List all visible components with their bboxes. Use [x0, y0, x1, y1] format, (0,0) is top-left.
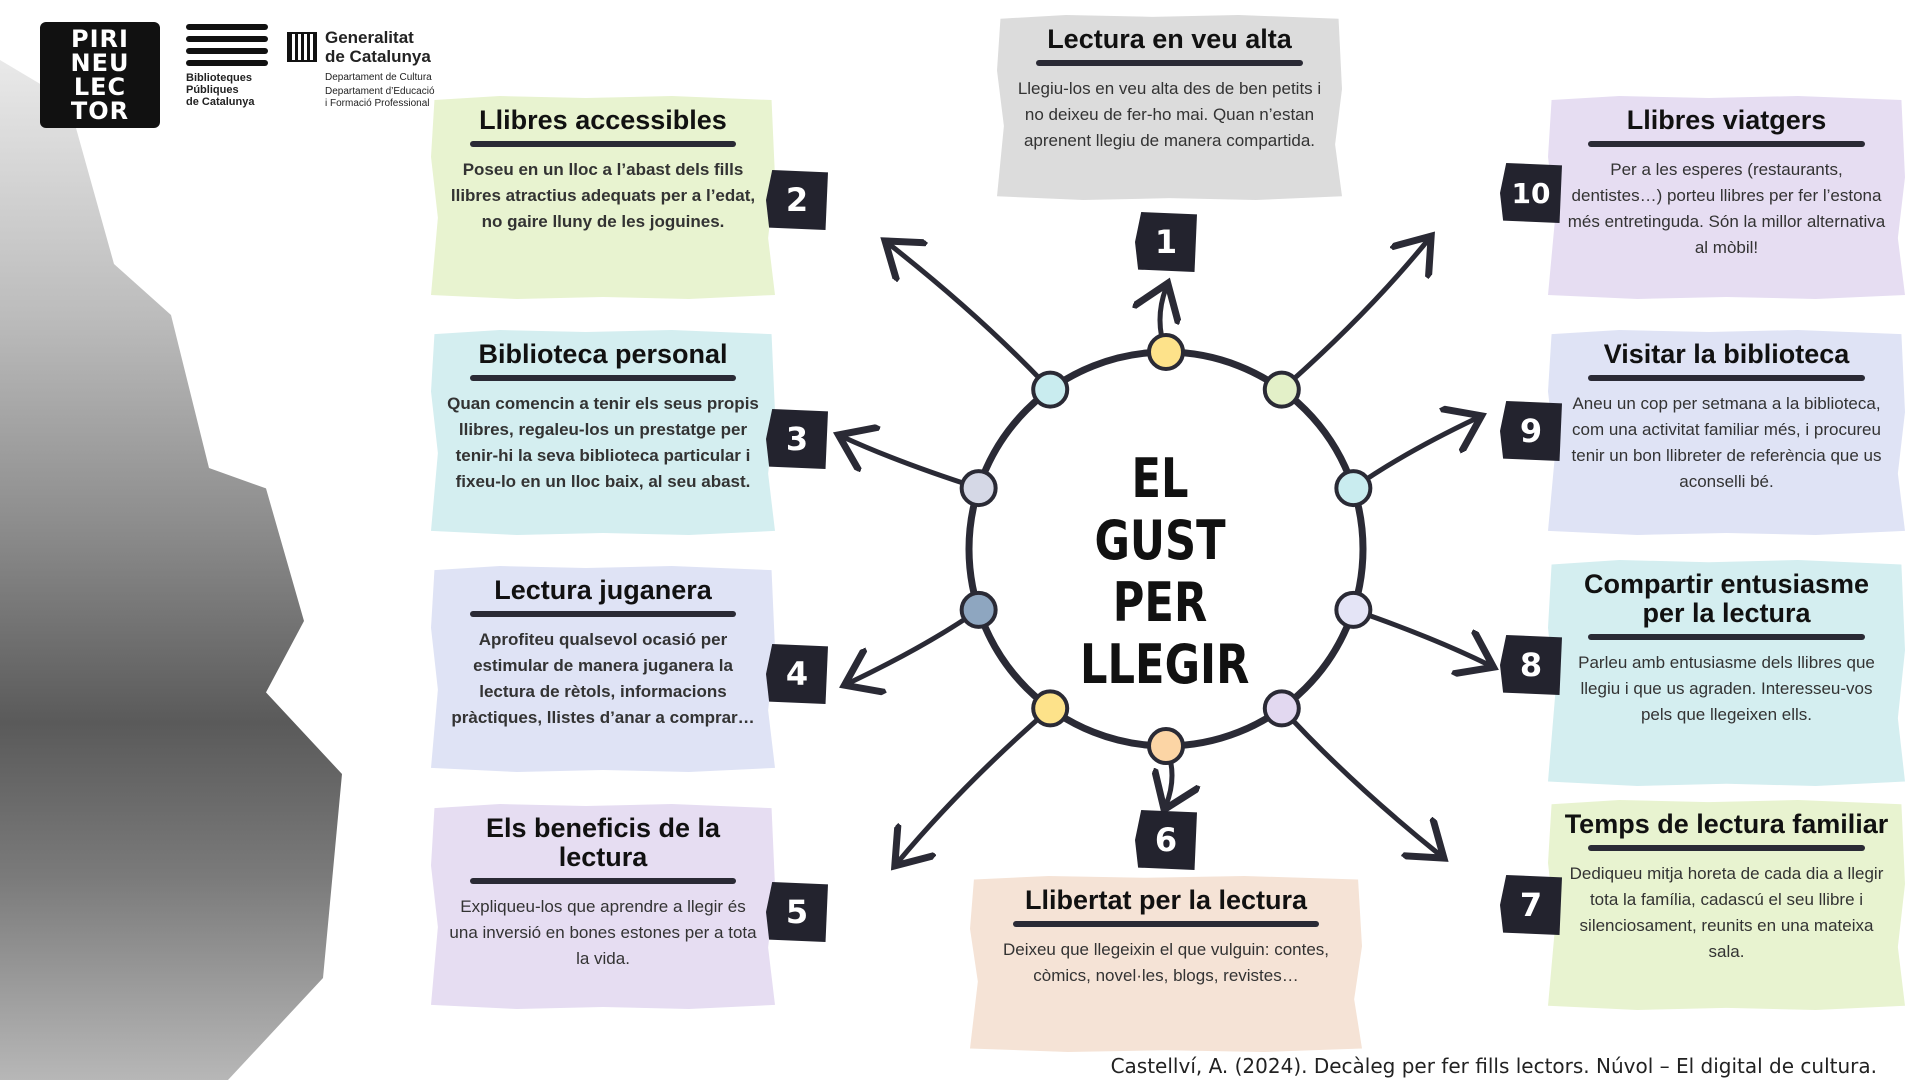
title-underline — [1013, 921, 1319, 927]
card-body: Aprofiteu qualsevol ocasió per estimular… — [451, 630, 755, 727]
card-body: Expliqueu-los que aprendre a llegir és u… — [449, 897, 757, 968]
logo-line: LEC — [73, 73, 127, 101]
generalitat-logo: Generalitat de Catalunya Departament de … — [287, 28, 457, 110]
number-badge-2: 2 — [766, 170, 828, 230]
biblioteques-logo: Biblioteques Públiques de Catalunya — [186, 24, 286, 108]
card-title: Els beneficis de la lectura — [485, 813, 721, 872]
card-title: Llibertat per la lectura — [1024, 885, 1308, 915]
logo-line: NEU — [70, 49, 130, 77]
card-body: Quan comencin a tenir els seus propis ll… — [447, 394, 759, 491]
number-badge-7: 7 — [1500, 875, 1562, 935]
logo-line: PIRI — [71, 25, 129, 53]
wheel-dot — [959, 590, 998, 629]
shield-icon — [287, 32, 317, 62]
title-underline — [1588, 634, 1865, 640]
arrow — [889, 244, 1053, 393]
card-body: Poseu en un lloc a l’abast dels fills ll… — [450, 160, 756, 231]
arrow — [1279, 705, 1440, 855]
number-badge-6: 6 — [1135, 810, 1197, 870]
center-title: EL GUST PER LLEGIR — [1080, 447, 1250, 696]
number-badge-8: 8 — [1500, 635, 1562, 695]
citation: Castellví, A. (2024). Decàleg per fer fi… — [1110, 1054, 1877, 1078]
wheel-dot — [1334, 469, 1373, 508]
number-badge-4: 4 — [766, 644, 828, 704]
arrow — [1350, 418, 1477, 491]
arrow — [843, 437, 982, 491]
logo-line: TOR — [70, 97, 130, 125]
card-title: Compartir entusiasme per la lectura — [1583, 569, 1870, 628]
title-line: PER — [1112, 571, 1208, 634]
dept-text: i Formació Professional — [325, 98, 430, 109]
number-badge-5: 5 — [766, 882, 828, 942]
card-title: Temps de lectura familiar — [1564, 809, 1889, 839]
wheel-dot — [1147, 727, 1185, 765]
title-line: LLEGIR — [1080, 633, 1250, 696]
card-body: Llegiu-los en veu alta des de ben petits… — [1017, 79, 1322, 150]
wheel-dot — [1262, 370, 1301, 409]
card-title: Llibres accessibles — [479, 105, 727, 135]
card-body: Parleu amb entusiasme dels llibres que l… — [1578, 653, 1875, 724]
wheel-dot — [959, 469, 998, 508]
number-badge-3: 3 — [766, 409, 828, 469]
logo-line: Públiques — [186, 84, 239, 96]
card-title: Lectura en veu alta — [1047, 24, 1292, 54]
logo-line: de Catalunya — [186, 96, 255, 108]
wheel-dot — [1147, 333, 1185, 371]
pirineu-lector-logo: PIRI NEU LEC TOR — [40, 22, 160, 128]
wheel-dot — [1031, 370, 1070, 409]
card-body: Aneu un cop per setmana a la biblioteca,… — [1571, 394, 1882, 491]
wheel-dot — [1334, 590, 1373, 629]
title-underline — [470, 141, 736, 147]
title-underline — [1588, 845, 1865, 851]
card-body: Deixeu que llegeixin el que vulguin: con… — [1002, 940, 1330, 985]
title-line: EL GUST — [1094, 447, 1226, 572]
card-title: Llibres viatgers — [1626, 105, 1827, 135]
logo-line: Generalitat — [325, 28, 414, 47]
logo-line: Biblioteques — [186, 72, 253, 84]
number-badge-10: 10 — [1500, 163, 1562, 223]
wheel-dot — [1031, 689, 1070, 728]
dept-text: Departament d’Educació — [325, 86, 435, 97]
title-underline — [1036, 60, 1303, 66]
logo-line: de Catalunya — [325, 47, 431, 66]
wheel-dot — [1262, 689, 1301, 728]
card-title: Biblioteca personal — [478, 339, 728, 369]
arrow — [1279, 240, 1428, 393]
arrow — [1350, 607, 1489, 665]
number-badge-1: 1 — [1135, 212, 1197, 272]
title-underline — [1588, 141, 1865, 147]
card-title: Visitar la biblioteca — [1603, 339, 1850, 369]
title-underline — [470, 611, 736, 617]
arrow — [898, 705, 1053, 862]
title-underline — [1588, 375, 1865, 381]
card-body: Per a les esperes (restaurants, dentiste… — [1567, 160, 1886, 257]
title-underline — [470, 375, 736, 381]
dept-text: Departament de Cultura — [325, 72, 432, 83]
card-body: Dediqueu mitja horeta de cada dia a lleg… — [1569, 864, 1884, 961]
arrow — [849, 607, 982, 683]
title-underline — [470, 878, 736, 884]
card-title: Lectura juganera — [494, 575, 712, 605]
number-badge-9: 9 — [1500, 401, 1562, 461]
